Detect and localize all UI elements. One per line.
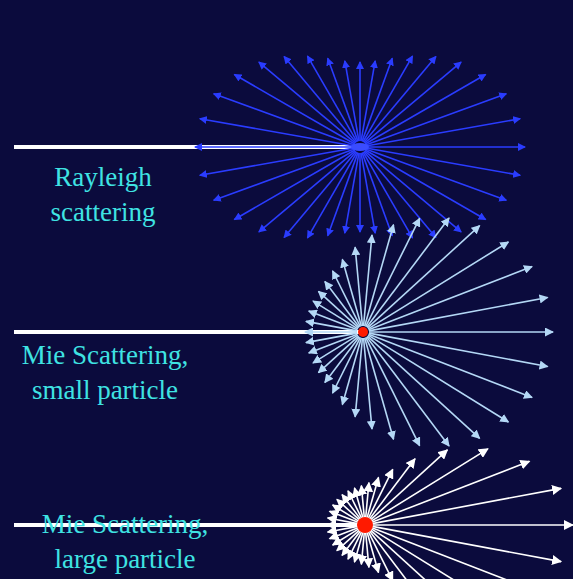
mie-large-arrows (327, 449, 573, 579)
rayleigh-arrows (195, 56, 525, 238)
scattered-ray (306, 333, 357, 343)
scattered-ray (328, 526, 359, 532)
scattered-ray (284, 152, 356, 238)
scattered-ray (367, 337, 449, 446)
scattered-ray (195, 146, 354, 148)
scattered-ray (363, 56, 413, 142)
scattered-ray (361, 486, 364, 519)
scattered-ray (364, 152, 436, 238)
scattered-ray (369, 331, 553, 333)
scattered-ray (308, 56, 358, 142)
molecule (351, 143, 369, 151)
scattered-ray (369, 267, 532, 330)
scattered-ray (371, 524, 573, 526)
scattered-ray (367, 336, 479, 438)
scattered-ray (369, 459, 415, 520)
scattered-ray (371, 527, 530, 579)
scattered-ray (369, 450, 447, 521)
scattered-ray (369, 297, 548, 330)
scattered-ray (369, 334, 532, 397)
incident-beam (14, 145, 360, 149)
scattered-ray (305, 331, 357, 333)
caption-label: Mie Scattering, small particle (10, 338, 200, 408)
scattered-ray (369, 529, 447, 579)
scattered-ray (368, 335, 508, 422)
scattered-ray (328, 58, 358, 141)
scattered-ray (355, 247, 362, 326)
scattered-ray (325, 337, 359, 383)
scattered-ray (368, 242, 508, 329)
mie-small-arrows (305, 218, 553, 446)
scattered-ray (359, 153, 361, 232)
scattered-ray (313, 301, 358, 329)
scattered-ray (366, 119, 520, 146)
large-particle (357, 517, 373, 533)
scattered-ray (361, 153, 375, 233)
scattered-ray (362, 153, 392, 236)
scattered-ray (214, 149, 355, 200)
scattered-ray (368, 530, 393, 579)
small-particle (358, 327, 368, 337)
scattered-ray (361, 61, 375, 141)
scattered-ray (366, 531, 369, 567)
caption-label: Mie Scattering, large particle (30, 507, 220, 577)
scattered-ray (371, 488, 561, 524)
scattered-ray (364, 338, 372, 429)
scattered-ray (200, 148, 354, 175)
scattered-ray (366, 337, 420, 445)
scattered-ray (365, 151, 461, 232)
scattered-ray (366, 218, 420, 326)
scattered-ray (367, 478, 379, 520)
scattered-ray (345, 61, 359, 141)
scattered-ray (284, 57, 356, 143)
scattered-ray (327, 524, 359, 526)
scattered-ray (365, 75, 485, 145)
scattered-ray (345, 153, 359, 233)
scattered-ray (342, 259, 361, 326)
scattered-ray (308, 152, 358, 238)
incident-beam (14, 330, 363, 334)
scattered-ray (234, 150, 354, 220)
scattered-ray (366, 94, 507, 145)
scattered-ray (333, 337, 361, 393)
scattered-ray (364, 57, 436, 143)
scattered-ray (367, 218, 449, 327)
scattered-ray (333, 271, 361, 327)
scattered-ray (359, 62, 361, 141)
scattered-ray (370, 449, 488, 522)
scattered-ray (363, 152, 413, 238)
scattered-ray (369, 530, 415, 579)
scattered-ray (355, 338, 362, 417)
scattered-ray (259, 62, 355, 143)
caption-label: Rayleigh scattering (8, 160, 198, 230)
scattered-ray (366, 146, 525, 148)
scattered-ray (371, 461, 530, 523)
